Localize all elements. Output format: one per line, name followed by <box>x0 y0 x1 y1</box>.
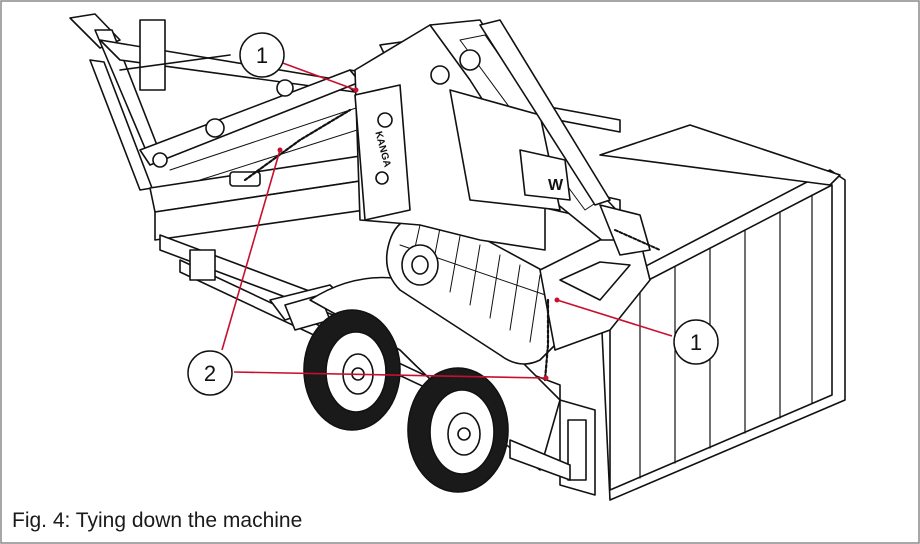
callout-1-top-label: 1 <box>256 43 268 68</box>
callout-2-label: 2 <box>204 361 216 386</box>
callout-2: 2 <box>187 350 233 396</box>
callout-1-right-label: 1 <box>690 330 702 355</box>
leader-2-chain <box>221 149 281 351</box>
leader-1-top <box>279 61 357 91</box>
leader-2-front <box>233 371 547 379</box>
figure-caption: Fig. 4: Tying down the machine <box>12 509 303 532</box>
machine-illustration: KANGA W <box>243 19 661 382</box>
leader-1-right <box>556 299 673 337</box>
tie-down-chain-rear <box>243 108 352 182</box>
callout-markers <box>277 87 560 381</box>
tie-down-chain-front <box>543 298 550 382</box>
callout-leaders <box>221 61 673 379</box>
callout-1-right: 1 <box>673 319 719 365</box>
callout-1-top: 1 <box>239 32 285 78</box>
machine-logo-panel <box>354 84 411 221</box>
machine-w-mark: W <box>548 177 564 194</box>
trailer-wheel-front <box>407 367 509 493</box>
trailer-wheel-rear <box>303 309 401 431</box>
